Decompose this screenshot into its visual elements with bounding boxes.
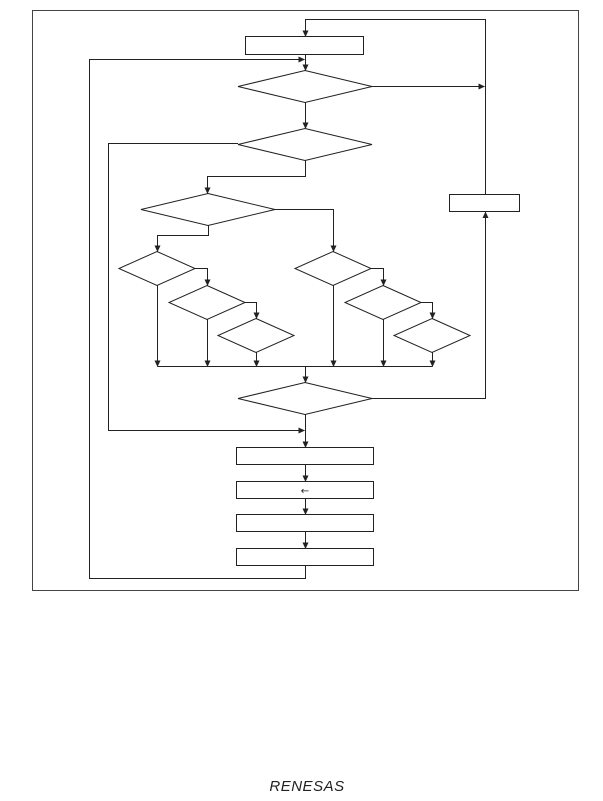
- connector-return-loop: [89, 56, 306, 579]
- connector-d3-right: [275, 209, 337, 252]
- figure-frame: [32, 10, 579, 591]
- renesas-logo-text: RENESAS: [269, 778, 344, 795]
- start-process-box: [245, 36, 364, 55]
- decision-diamond-right-a: [293, 250, 373, 287]
- decision-diamond-3: [140, 192, 276, 227]
- connector-d4-right: [372, 211, 489, 399]
- decision-diamond-left-a: [117, 250, 197, 287]
- process-box-2-label: ←: [301, 486, 309, 497]
- decision-diamond-right-c: [392, 317, 472, 354]
- side-process-box: [449, 194, 520, 212]
- decision-diamond-left-b: [167, 284, 247, 321]
- connector-right-b-to-c: [421, 302, 436, 319]
- process-box-3: [236, 514, 374, 532]
- renesas-logo: RENESAS: [269, 778, 344, 795]
- connector-side-loop-top: [302, 19, 486, 195]
- process-box-1: [236, 447, 374, 465]
- connector-d2-bypass: [108, 143, 305, 434]
- connector-left-a-to-b: [195, 268, 211, 286]
- process-box-4: [236, 548, 374, 566]
- connector-right-a-to-b: [371, 268, 387, 286]
- decision-diamond-1: [237, 69, 373, 104]
- decision-diamond-4: [237, 381, 373, 416]
- decision-diamond-2: [237, 127, 373, 162]
- connector-left-b-to-c: [245, 302, 260, 319]
- connector-d3-left: [154, 225, 209, 252]
- connector-d2-to-d3: [204, 160, 306, 194]
- decision-diamond-left-c: [216, 317, 296, 354]
- decision-diamond-right-b: [343, 284, 423, 321]
